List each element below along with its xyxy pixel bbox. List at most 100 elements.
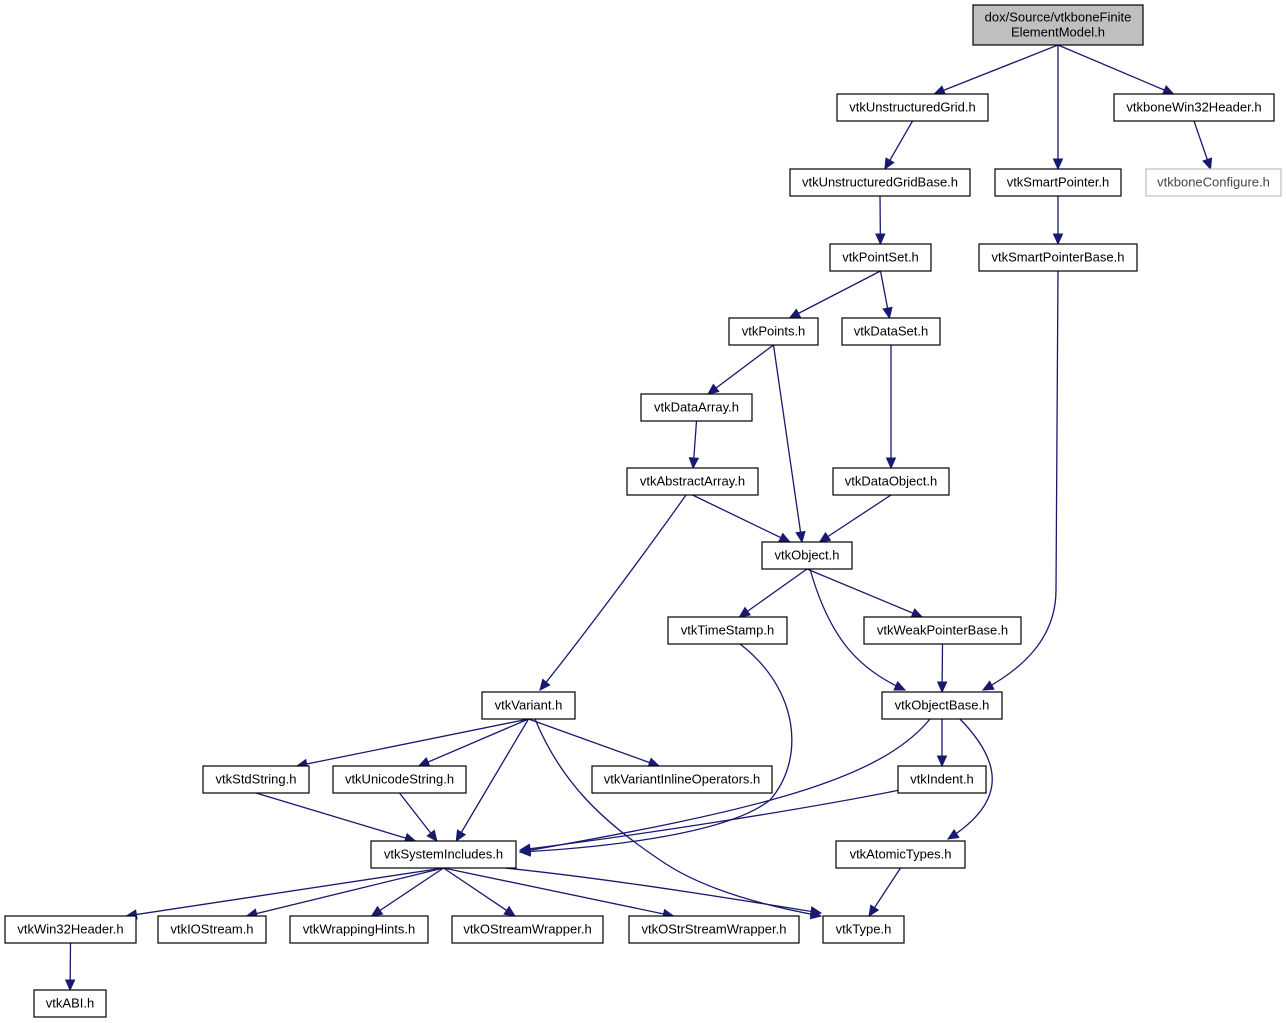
node-vtkdataobject-h[interactable]: vtkDataObject.h (832, 467, 950, 496)
node-label: vtkAtomicTypes.h (850, 847, 952, 862)
edge-vtksmartpointerbase-h-to-vtkobjectbase-h (981, 270, 1059, 691)
node-vtksystemincludes-h[interactable]: vtkSystemIncludes.h (370, 840, 517, 869)
node-vtkabi-h[interactable]: vtkABI.h (33, 989, 107, 1018)
arrowhead (778, 532, 791, 543)
node-box (832, 467, 950, 496)
node-vtkstdstring-h[interactable]: vtkStdString.h (202, 765, 310, 794)
node-vtkpointset-h[interactable]: vtkPointSet.h (829, 243, 932, 272)
arrowhead (882, 306, 893, 320)
node-label: vtkStdString.h (216, 772, 297, 787)
node-vtkwrappinghints-h[interactable]: vtkWrappingHints.h (289, 915, 429, 944)
edge-line (707, 344, 774, 395)
node-label: dox/Source/vtkboneFinite (985, 10, 1132, 25)
node-vtkabstractarray-h[interactable]: vtkAbstractArray.h (626, 467, 759, 496)
arrowhead (788, 308, 802, 319)
node-box (370, 840, 517, 869)
arrowhead (417, 757, 431, 767)
edge-line (534, 718, 822, 917)
node-box (289, 915, 429, 944)
node-label: vtkIOStream.h (170, 922, 253, 937)
node-label: vtkObject.h (774, 548, 839, 563)
node-vtkbonewin32header-h[interactable]: vtkboneWin32Header.h (1113, 93, 1275, 122)
arrowhead (795, 530, 806, 544)
node-box (836, 93, 989, 122)
node-box (628, 915, 800, 944)
node-vtksmartpointer-h[interactable]: vtkSmartPointer.h (994, 168, 1122, 197)
node-vtkboneconfigure-h[interactable]: vtkboneConfigure.h (1145, 168, 1282, 197)
node-box (202, 765, 310, 794)
arrowhead (1052, 233, 1064, 246)
edge-vtkpoints-h-to-vtkobject-h (772, 344, 806, 544)
node-vtkostreamwrapper-h[interactable]: vtkOStreamWrapper.h (451, 915, 604, 944)
edge-vtkunicodestring-h-to-vtksystemincludes-h (398, 792, 438, 842)
node-label: vtkWrappingHints.h (303, 922, 415, 937)
node-vtkweakpointerbase-h[interactable]: vtkWeakPointerBase.h (863, 616, 1022, 645)
arrowhead (1202, 157, 1213, 171)
arrowhead (885, 457, 897, 470)
node-label: vtkVariant.h (495, 698, 563, 713)
edge-line (418, 718, 529, 767)
node-label: vtkUnstructuredGrid.h (849, 100, 975, 115)
node-vtkunicodestring-h[interactable]: vtkUnicodeString.h (332, 765, 467, 794)
node-vtkwin32header-h[interactable]: vtkWin32Header.h (4, 915, 137, 944)
node-box (1113, 93, 1275, 122)
node-box (591, 765, 773, 794)
node-vtkatomictypes-h[interactable]: vtkAtomicTypes.h (835, 840, 966, 869)
node-vtkdataset-h[interactable]: vtkDataSet.h (841, 317, 941, 346)
arrowhead (1052, 158, 1064, 171)
edge-vtkobjectbase-h-to-vtkindent-h (936, 719, 948, 768)
node-vtkobject-h[interactable]: vtkObject.h (761, 541, 853, 570)
edge-line (539, 494, 687, 691)
arrowhead (936, 755, 948, 768)
edge-vtkdataobject-h-to-vtkobject-h (818, 494, 892, 543)
node-box (626, 467, 759, 496)
node-label: vtkIndent.h (910, 772, 974, 787)
node-vtkpoints-h[interactable]: vtkPoints.h (728, 317, 819, 346)
node-vtkobjectbase-h[interactable]: vtkObjectBase.h (881, 691, 1003, 720)
node-label: vtkPoints.h (742, 324, 806, 339)
arrowhead (707, 383, 720, 395)
node-vtktype-h[interactable]: vtkType.h (822, 915, 905, 944)
node-vtkdataarray-h[interactable]: vtkDataArray.h (640, 393, 753, 422)
edge-vtkpointset-h-to-vtkpoints-h (788, 270, 881, 319)
edge-vtksmartpointer-h-to-vtksmartpointerbase-h (1052, 196, 1064, 246)
edge-vtkvariant-h-to-vtktype-h (534, 718, 823, 920)
node-vtkunstructuredgridbase-h[interactable]: vtkUnstructuredGridBase.h (789, 168, 971, 197)
node-vtkunstructuredgrid-h[interactable]: vtkUnstructuredGrid.h (836, 93, 989, 122)
node-label: vtkPointSet.h (842, 250, 919, 265)
edge-vtkvariant-h-to-vtkvariantinlineoperators-h (528, 718, 661, 768)
node-label: vtkSmartPointer.h (1007, 175, 1110, 190)
node-label: vtkAbstractArray.h (640, 474, 745, 489)
edge-vtkweakpointerbase-h-to-vtkobjectbase-h (936, 643, 948, 694)
node-vtktimestamp-h[interactable]: vtkTimeStamp.h (667, 616, 788, 645)
node-box (728, 317, 819, 346)
node-label: vtkWin32Header.h (17, 922, 123, 937)
arrowhead (1161, 85, 1175, 95)
node-vtkindent-h[interactable]: vtkIndent.h (897, 765, 987, 794)
edge-line (809, 568, 906, 691)
node-label: vtkDataSet.h (854, 324, 928, 339)
arrowhead (738, 606, 752, 618)
edge-vtkobjectbase-h-to-vtkatomictypes-h (946, 718, 993, 840)
arrowhead (818, 531, 832, 543)
node-vtkostrstreamwrapper-h[interactable]: vtkOStrStreamWrapper.h (628, 915, 800, 944)
edge-line (519, 789, 901, 851)
node-label: vtkUnicodeString.h (345, 772, 454, 787)
node-vtksmartpointerbase-h[interactable]: vtkSmartPointerBase.h (978, 243, 1138, 272)
node-label: vtkVariantInlineOperators.h (604, 772, 761, 787)
node-vtkvariant-h[interactable]: vtkVariant.h (481, 691, 576, 720)
edge-line (692, 494, 791, 543)
arrowhead (688, 457, 700, 470)
arrowhead (426, 829, 438, 842)
node-box (640, 393, 753, 422)
edge-line (982, 270, 1059, 691)
node-vtkiostream-h[interactable]: vtkIOStream.h (157, 915, 267, 944)
node-vtkvariantinlineoperators-h[interactable]: vtkVariantInlineOperators.h (591, 765, 773, 794)
edge-vtkstdstring-h-to-vtksystemincludes-h (255, 792, 417, 844)
edge-vtkabstractarray-h-to-vtkobject-h (692, 494, 791, 543)
edge-line (371, 867, 444, 917)
edge-vtkpointset-h-to-vtkdataset-h (879, 270, 893, 320)
node-box (822, 915, 905, 944)
node-label: vtkWeakPointerBase.h (877, 623, 1008, 638)
